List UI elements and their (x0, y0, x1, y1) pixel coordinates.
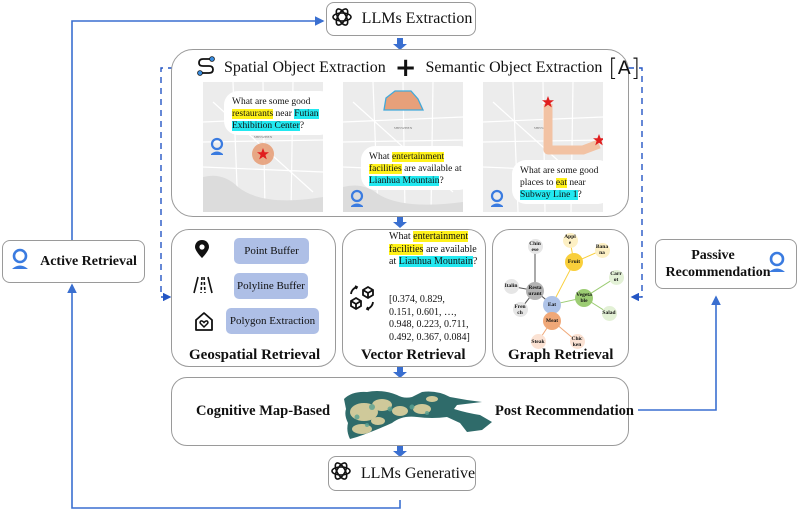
graph-node-eat: Eat (543, 295, 561, 314)
route-icon (196, 55, 216, 81)
active-retrieval-label: Active Retrieval (40, 253, 137, 269)
star-marker-icon (593, 134, 603, 146)
polygon-area (383, 90, 425, 111)
query-text: are available at (389, 243, 477, 268)
vector-cycle-icon (348, 284, 376, 317)
embedding-vector: [0.374, 0.829, 0.151, 0.601, …, 0.948, 0… (389, 294, 470, 344)
query-text: ? (472, 256, 478, 267)
passive-recommendation-box[interactable]: Passive Recommendation (655, 239, 797, 289)
text-recognition-icon: [A] (608, 54, 641, 82)
query-text: are available at (401, 164, 462, 174)
place-highlight: Subway Line 1 (520, 190, 578, 200)
graph-node-steak: Steak (530, 334, 546, 350)
query-text: What (389, 231, 414, 242)
svg-text:SHENZHEN: SHENZHEN (394, 126, 413, 130)
graph-node-chinese: Chin ese (527, 239, 543, 255)
polyline-buffer-path (543, 104, 601, 155)
user-location-icon (210, 137, 224, 155)
passive-recommendation-label: Passive Recommendation (665, 248, 771, 280)
query-text: ? (577, 190, 582, 200)
spatial-extraction-label: Spatial Object Extraction (224, 59, 386, 76)
extraction-title-row: Spatial Object Extraction + Semantic Obj… (196, 54, 640, 82)
polygon-extraction-button[interactable]: Polygon Extraction (226, 308, 319, 334)
post-to-passive-line (638, 295, 721, 411)
place-highlight: Lianhua Mountain (369, 176, 440, 186)
openai-logo-icon (329, 459, 353, 488)
query-text: near (566, 178, 586, 188)
user-location-icon (350, 189, 364, 207)
llm-extraction-label: LLMs Extraction (361, 10, 473, 27)
query-text: near (273, 109, 295, 119)
svg-text:SHENZHEN: SHENZHEN (534, 126, 553, 130)
plus-icon: + (394, 53, 417, 83)
graph-node-fruit: Fruit (565, 253, 583, 272)
star-marker-icon (257, 148, 269, 160)
user-location-icon (490, 189, 504, 207)
query-bubble-2: What entertainment facilities are availa… (361, 146, 473, 190)
place-highlight: Lianhua Mountain (398, 256, 473, 267)
vector-query-text: What entertainment facilities are availa… (389, 231, 484, 269)
graph-node-vegetable: Vegeta ble (575, 288, 593, 307)
graph-node-chicken: Chic ken (569, 334, 585, 350)
openai-logo-icon (330, 5, 354, 34)
intent-highlight: eat (555, 178, 567, 188)
graph-node-banana: Bana na (594, 242, 610, 258)
query-text: ? (439, 176, 444, 186)
cognitive-map-label: Cognitive Map-Based (196, 403, 331, 419)
graph-node-apple: Appl e (562, 232, 578, 248)
cognitive-map-image (344, 391, 492, 439)
point-buffer-button[interactable]: Point Buffer (234, 238, 309, 264)
active-retrieval-box[interactable]: Active Retrieval (2, 240, 145, 283)
vector-line: 0.151, 0.601, …, (389, 306, 457, 318)
vector-line: 0.492, 0.367, 0.084] (389, 331, 470, 343)
geospatial-retrieval-title: Geospatial Retrieval (189, 347, 321, 363)
intent-highlight: restaurants (232, 109, 274, 119)
vector-retrieval-title: Vector Retrieval (361, 347, 466, 363)
query-text: What (369, 152, 392, 162)
post-recommendation-label: Post Recommendation (495, 403, 634, 419)
polyline-buffer-button[interactable]: Polyline Buffer (234, 273, 308, 299)
road-icon (193, 276, 213, 299)
vector-line: [0.374, 0.829, (389, 294, 445, 305)
vector-line: 0.948, 0.223, 0.711, (389, 319, 469, 330)
map-pin-icon (195, 240, 209, 263)
llm-extraction-box: LLMs Extraction (326, 2, 476, 36)
graph-retrieval-title: Graph Retrieval (508, 347, 614, 363)
llm-generative-label: LLMs Generative (360, 464, 476, 482)
graph-node-salad: Salad (601, 305, 617, 321)
user-location-icon (767, 251, 787, 278)
graph-node-carrot: Carr ot (608, 269, 624, 285)
graph-node-meat: Meat (543, 311, 561, 330)
star-marker-icon (542, 96, 554, 108)
graph-node-french: Fren ch (512, 302, 528, 318)
user-location-icon (10, 248, 30, 275)
query-bubble-1: What are some good restaurants near Futi… (224, 91, 334, 135)
query-text: What are some good (232, 97, 311, 107)
query-text: ? (299, 121, 305, 131)
query-bubble-3: What are some good places to eat near Su… (512, 160, 612, 204)
graph-node-restaurant: Resta urant (526, 281, 544, 300)
semantic-extraction-label: Semantic Object Extraction (425, 59, 603, 76)
graph-node-italian: Italin (503, 278, 519, 294)
query-text: What are some good places to (520, 166, 599, 188)
llm-generative-box: LLMs Generative (328, 456, 476, 491)
map-city-label: SHENZHEN (254, 135, 273, 139)
house-heart-icon (194, 311, 214, 336)
